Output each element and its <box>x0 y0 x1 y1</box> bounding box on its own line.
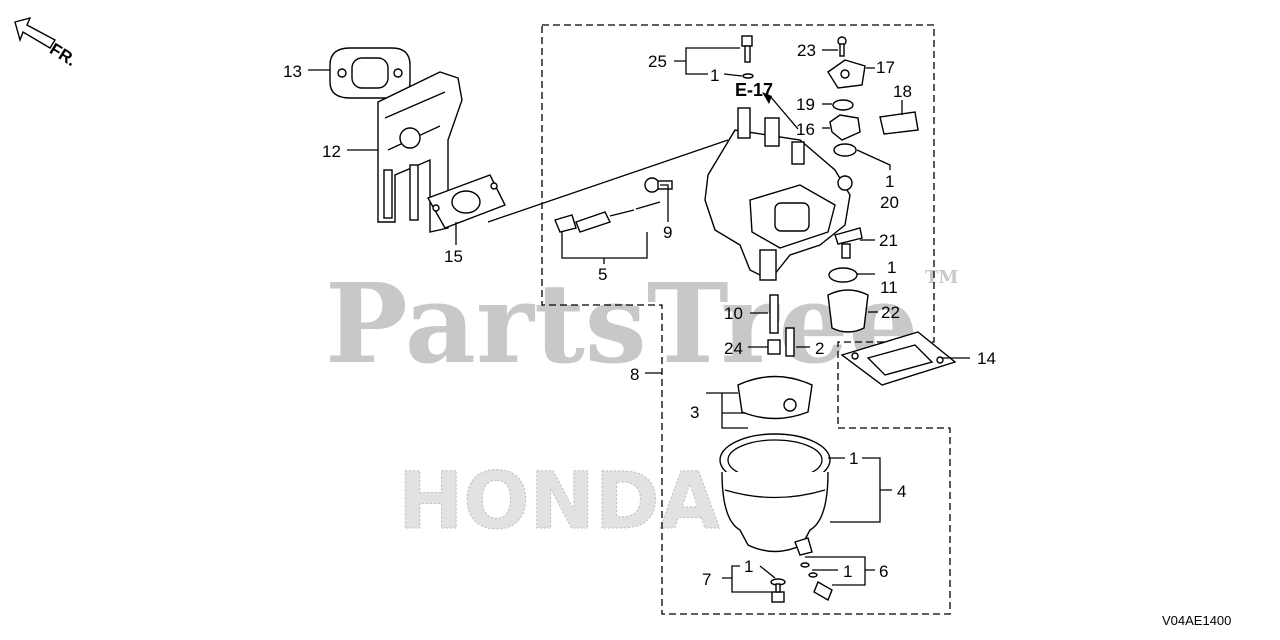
part-15-gasket <box>426 174 506 229</box>
part-5-pilot-screw <box>554 201 661 233</box>
callout-12: 12 <box>322 142 341 161</box>
callout-1-20: 1 <box>885 172 894 191</box>
carburetor-assembly-boundary <box>541 24 951 615</box>
callout-10: 10 <box>724 304 743 323</box>
part-14-gasket <box>840 331 957 386</box>
callout-1-6: 1 <box>843 562 852 581</box>
callout-14: 14 <box>977 349 996 368</box>
callout-21: 21 <box>879 231 898 250</box>
callout-9: 9 <box>663 223 672 242</box>
part-12-bracket <box>377 71 463 233</box>
callout-6: 6 <box>879 562 888 581</box>
part-3-float <box>737 375 813 420</box>
part-21-float-valve <box>834 227 863 259</box>
callout-22: 22 <box>881 303 900 322</box>
callout-18: 18 <box>893 82 912 101</box>
reference-e17: E-17 <box>735 80 773 100</box>
callout-2: 2 <box>815 339 824 358</box>
callout-1-top: 1 <box>710 66 719 85</box>
callout-23: 23 <box>797 41 816 60</box>
diagram-code: V04AE1400 <box>1162 613 1231 628</box>
honda-watermark: HONDA <box>398 457 720 547</box>
part-2-screw <box>785 327 795 357</box>
callout-3: 3 <box>690 403 699 422</box>
leader-lines <box>308 47 970 593</box>
callout-4: 4 <box>897 482 906 501</box>
trademark-symbol: TM <box>925 267 958 288</box>
callout-5: 5 <box>598 265 607 284</box>
part-10-jet <box>769 294 779 334</box>
part-22-float-chamber <box>827 289 869 333</box>
carburetor-body <box>704 107 853 281</box>
callout-20: 20 <box>880 193 899 212</box>
callout-11: 11 <box>880 278 898 297</box>
e17-reference-arrow-icon <box>762 92 772 104</box>
callout-24: 24 <box>724 339 743 358</box>
part-13-gasket <box>329 47 411 99</box>
callout-17: 17 <box>876 58 895 77</box>
callout-15: 15 <box>444 247 463 266</box>
part-6-screw <box>800 562 833 602</box>
part-23-screw <box>837 36 847 57</box>
part-17-cover <box>827 59 866 89</box>
part-20-gasket <box>833 143 857 157</box>
part-4-float-bowl <box>719 433 831 556</box>
front-direction-arrow-icon: FR. <box>14 16 80 70</box>
part-24-jet <box>767 339 781 355</box>
part-7-drain-bolt <box>770 578 786 603</box>
callout-19: 19 <box>796 95 815 114</box>
part-18-cap <box>879 111 919 135</box>
parts-tree-watermark: PartsTree <box>325 259 919 388</box>
part-11-o-ring <box>828 267 858 283</box>
callout-13: 13 <box>283 62 302 81</box>
part-16-valve <box>829 114 861 141</box>
callout-8: 8 <box>630 365 639 384</box>
callout-25: 25 <box>648 52 667 71</box>
callout-1-7: 1 <box>744 557 753 576</box>
part-19-washer <box>832 99 854 111</box>
callout-1-4: 1 <box>849 449 858 468</box>
callout-1-11: 1 <box>887 258 896 277</box>
callout-7: 7 <box>702 570 711 589</box>
part-25-bolt <box>741 35 754 79</box>
callout-16: 16 <box>796 120 815 139</box>
